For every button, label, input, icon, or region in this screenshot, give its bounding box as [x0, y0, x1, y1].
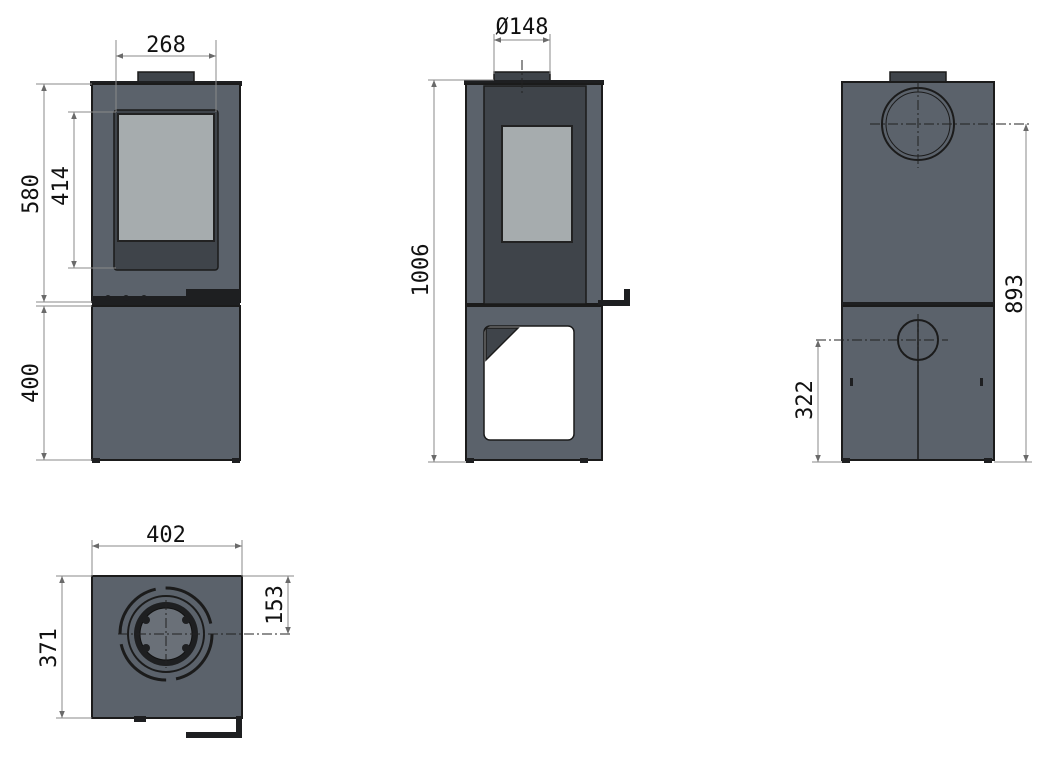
- front-view: 268 580 414 400: [19, 33, 242, 463]
- top-knob-tab: [134, 716, 146, 722]
- rear-slot-left: [850, 378, 853, 386]
- front-knob-2: [123, 295, 129, 301]
- rear-upper-body: [841, 81, 995, 305]
- dim-400-label: 400: [19, 363, 44, 403]
- rear-slot-right: [980, 378, 983, 386]
- top-bolt-4: [182, 644, 190, 652]
- dim-1006-label: 1006: [409, 244, 434, 297]
- top-bolt-2: [182, 616, 190, 624]
- front-foot-right: [232, 458, 240, 463]
- rear-foot-right: [984, 458, 992, 463]
- side-base-opening: [483, 325, 575, 441]
- front-ash-handle: [186, 289, 240, 297]
- top-bolt-3: [142, 644, 150, 652]
- dim-153-label: 153: [263, 585, 288, 625]
- dim-402-label: 402: [146, 523, 186, 548]
- front-knob-1: [105, 295, 111, 301]
- rear-view: 893 322: [793, 71, 1032, 463]
- top-door-handle: [186, 716, 242, 738]
- front-foot-left: [92, 458, 100, 463]
- front-base-body: [91, 305, 241, 461]
- top-bolt-1: [142, 616, 150, 624]
- dim-893-label: 893: [1003, 274, 1028, 314]
- dim-371-label: 371: [37, 628, 62, 668]
- dim-580-label: 580: [19, 174, 44, 214]
- front-knob-3: [141, 295, 147, 301]
- dim-322-label: 322: [793, 380, 818, 420]
- top-flue-bore: [139, 607, 193, 661]
- dim-148-label: Ø148: [496, 15, 549, 40]
- side-door-handle: [598, 289, 630, 306]
- rear-foot-left: [842, 458, 850, 463]
- side-foot-left: [466, 458, 474, 463]
- side-top-plate: [464, 80, 604, 85]
- side-glass-pane: [501, 125, 573, 243]
- side-opening-chamfer: [485, 327, 520, 362]
- dim-414-label: 414: [49, 166, 74, 206]
- side-view: Ø148 1006: [409, 15, 630, 463]
- front-glass-pane: [117, 113, 215, 242]
- top-view: 402 371 153: [37, 523, 294, 738]
- side-foot-right: [580, 458, 588, 463]
- front-grate-strip: [92, 296, 240, 306]
- dim-268-label: 268: [146, 33, 186, 58]
